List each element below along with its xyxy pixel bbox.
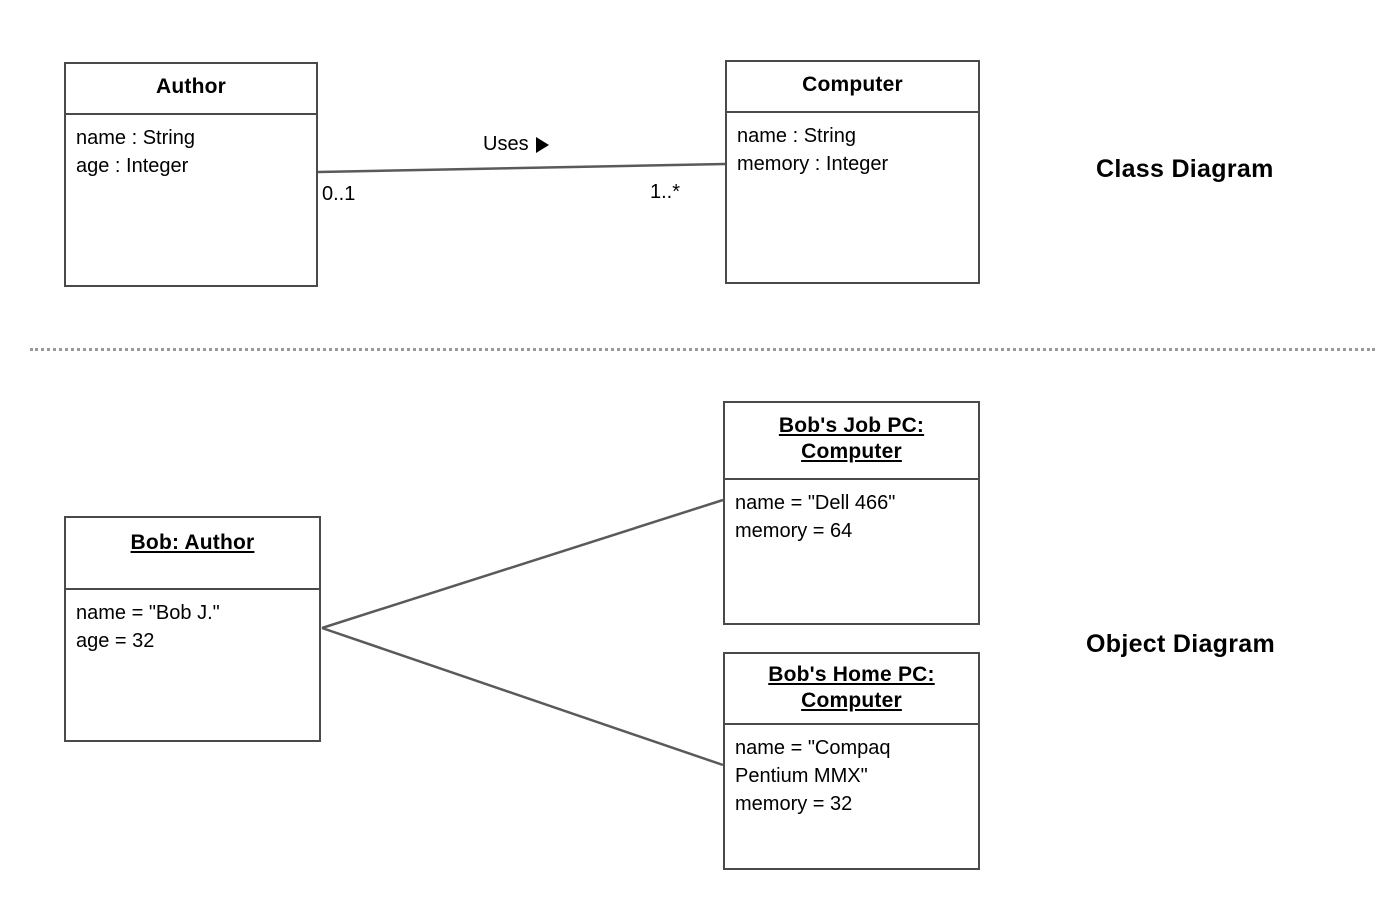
object-class-line: Computer [801, 689, 902, 712]
association-uses-line [317, 162, 726, 174]
object-header-bobs-home-pc: Bob's Home PC: Computer [725, 654, 978, 725]
multiplicity-target: 1..* [650, 181, 681, 203]
class-header-author: Author [66, 64, 316, 115]
attribute-row: name = "Bob J." [76, 602, 220, 624]
class-header-computer: Computer [727, 62, 978, 113]
class-box-author[interactable]: Author name : String age : Integer [64, 62, 318, 287]
class-name-author: Author [155, 75, 226, 98]
object-link-bob-to-home-pc [321, 626, 724, 767]
attribute-row: memory : Integer [737, 153, 889, 175]
object-box-bobs-home-pc[interactable]: Bob's Home PC: Computer name = "Compaq P… [723, 652, 980, 870]
caption-class-diagram: Class Diagram [1096, 155, 1274, 183]
attribute-row: name = "Dell 466" [735, 492, 896, 514]
caption-object-diagram: Object Diagram [1086, 630, 1275, 658]
attribute-row: age : Integer [76, 155, 189, 177]
object-name-bob: Bob: Author [130, 531, 255, 554]
object-attributes-bob: name = "Bob J." age = 32 [66, 590, 319, 655]
object-header-bob: Bob: Author [66, 518, 319, 590]
object-attributes-bobs-job-pc: name = "Dell 466" memory = 64 [725, 480, 978, 545]
multiplicity-source: 0..1 [322, 183, 356, 205]
triangle-right-icon [535, 136, 549, 153]
class-attributes-author: name : String age : Integer [66, 115, 316, 180]
attribute-row: memory = 64 [735, 520, 853, 542]
object-box-bobs-job-pc[interactable]: Bob's Job PC: Computer name = "Dell 466"… [723, 401, 980, 625]
section-divider [30, 348, 1375, 351]
class-box-computer[interactable]: Computer name : String memory : Integer [725, 60, 980, 284]
attribute-row: age = 32 [76, 630, 155, 652]
object-name-line: Bob's Job PC: [778, 414, 925, 437]
class-name-computer: Computer [802, 73, 903, 96]
object-class-line: Computer [801, 440, 902, 463]
object-box-bob[interactable]: Bob: Author name = "Bob J." age = 32 [64, 516, 321, 742]
object-name-line: Bob's Home PC: [768, 663, 935, 686]
attribute-row: name = "Compaq [735, 737, 891, 759]
attribute-row: name : String [737, 125, 856, 147]
class-attributes-computer: name : String memory : Integer [727, 113, 978, 178]
attribute-row: memory = 32 [735, 793, 853, 815]
association-label-uses: Uses [483, 133, 549, 156]
object-header-bobs-job-pc: Bob's Job PC: Computer [725, 403, 978, 480]
object-attributes-bobs-home-pc: name = "Compaq Pentium MMX" memory = 32 [725, 725, 978, 818]
attribute-row: Pentium MMX" [735, 765, 868, 787]
association-label-text: Uses [483, 133, 529, 155]
attribute-row: name : String [76, 127, 195, 149]
object-link-bob-to-job-pc [321, 498, 724, 630]
